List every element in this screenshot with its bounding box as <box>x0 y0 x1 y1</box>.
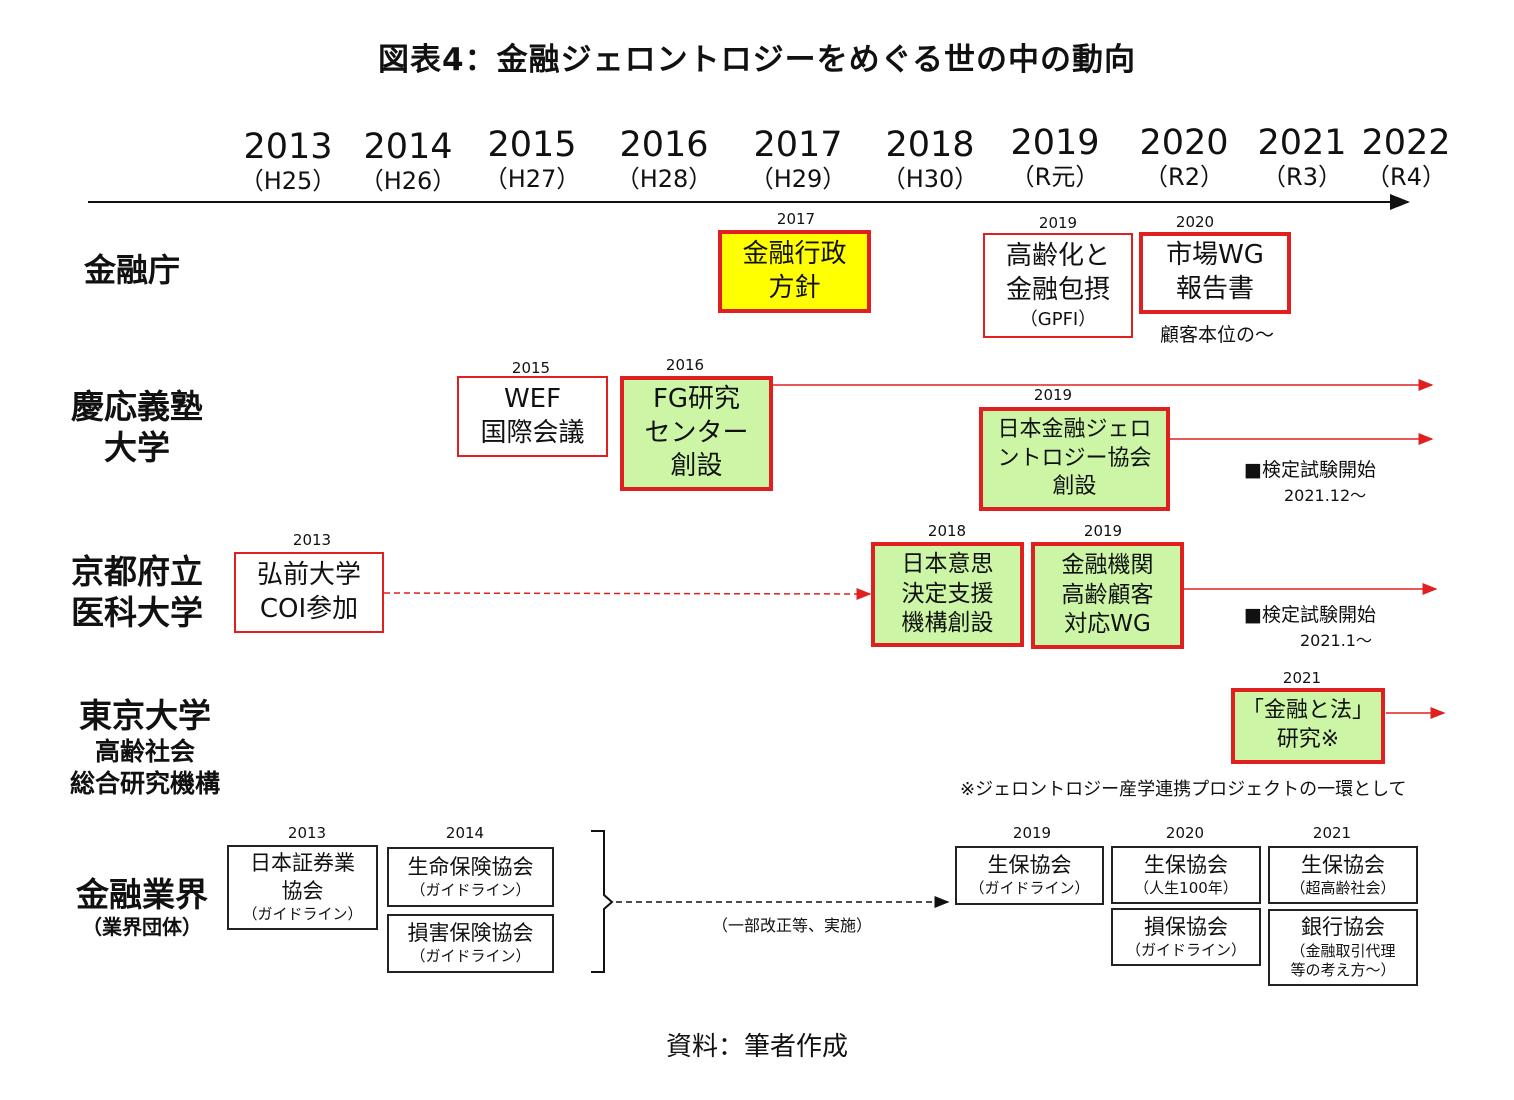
timeline-year-2016: 2016（H28） <box>615 125 713 193</box>
industry-nonlife-2020-box: 損保協会（ガイドライン） <box>1111 908 1261 966</box>
kyoto-decision-support-box: 日本意思決定支援機構創設 <box>871 542 1024 647</box>
event-year-label: 2021 <box>1312 824 1352 842</box>
page-title: 図表4：金融ジェロントロジーをめぐる世の中の動向 <box>378 42 1136 78</box>
row-label-keio: 慶応義塾大学 <box>71 387 203 468</box>
event-year-label: 2016 <box>665 356 705 374</box>
industry-nonlife-insurance-box: 損害保険協会（ガイドライン） <box>387 914 554 973</box>
timeline-year-2022: 2022（R4） <box>1361 123 1451 191</box>
industry-life-2020-box: 生保協会（人生100年） <box>1111 846 1261 904</box>
event-year-label: 2021 <box>1282 669 1322 687</box>
timeline-year-2013: 2013（H25） <box>239 127 337 195</box>
event-year-label: 2013 <box>292 531 332 549</box>
event-year-label: 2019 <box>1033 386 1073 404</box>
industry-life-insurance-box: 生命保険協会（ガイドライン） <box>387 847 554 907</box>
timeline-year-2018: 2018（H30） <box>881 125 979 193</box>
event-year-label: 2013 <box>287 824 327 842</box>
keio-association-box: 日本金融ジェロントロジー協会創設 <box>979 407 1170 511</box>
timeline-year-2019: 2019（R元） <box>1010 123 1100 191</box>
timeline-year-2014: 2014（H26） <box>359 127 457 195</box>
event-year-label: 2019 <box>1038 214 1078 232</box>
event-year-label: 2019 <box>1012 824 1052 842</box>
industry-bank-association-box: 銀行協会（金融取引代理等の考え方～） <box>1268 909 1418 986</box>
kyoto-wg-box: 金融機関高齢顧客対応WG <box>1031 542 1184 649</box>
kyoto-dashed-arrow <box>383 587 872 600</box>
industry-arrow-label: （一部改正等、実施） <box>712 916 873 935</box>
timeline-year-2017: 2017（H29） <box>749 125 847 193</box>
timeline-year-2015: 2015（H27） <box>483 125 581 193</box>
fsa-market-wg-note: 顧客本位の～ <box>1160 324 1275 346</box>
row-label-tokyo: 東京大学高齢社会総合研究機構 <box>69 696 220 798</box>
industry-life-2021-box: 生保協会（超高齢社会） <box>1268 846 1418 904</box>
event-year-label: 2020 <box>1165 824 1205 842</box>
fsa-gpfi-box: 高齢化と金融包摂（GPFI） <box>983 233 1133 338</box>
industry-jsda-box: 日本証券業協会（ガイドライン） <box>227 845 378 930</box>
timeline-year-2021: 2021（R3） <box>1257 123 1347 191</box>
keio-fg-center-box: FG研究センター創設 <box>620 376 773 491</box>
event-year-label: 2014 <box>445 824 485 842</box>
event-year-label: 2015 <box>511 359 551 377</box>
event-year-label: 2017 <box>776 210 816 228</box>
row-label-kyoto: 京都府立医科大学 <box>71 552 203 633</box>
event-year-label: 2020 <box>1175 213 1215 231</box>
industry-bracket <box>591 830 614 973</box>
row-label-fsa: 金融庁 <box>83 251 180 289</box>
row-label-industry: 金融業界（業界団体） <box>76 875 208 940</box>
source-note: 資料：筆者作成 <box>665 1032 848 1062</box>
event-year-label: 2019 <box>1083 522 1123 540</box>
timeline-year-2020: 2020（R2） <box>1139 123 1229 191</box>
fsa-policy-box: 金融行政方針 <box>718 230 871 313</box>
tokyo-finance-law-box: 「金融と法」研究※ <box>1231 688 1385 764</box>
tokyo-footnote: ※ジェロントロジー産学連携プロジェクトの一環として <box>960 779 1407 800</box>
industry-life-2019-box: 生保協会（ガイドライン） <box>955 846 1104 905</box>
event-year-label: 2018 <box>927 522 967 540</box>
